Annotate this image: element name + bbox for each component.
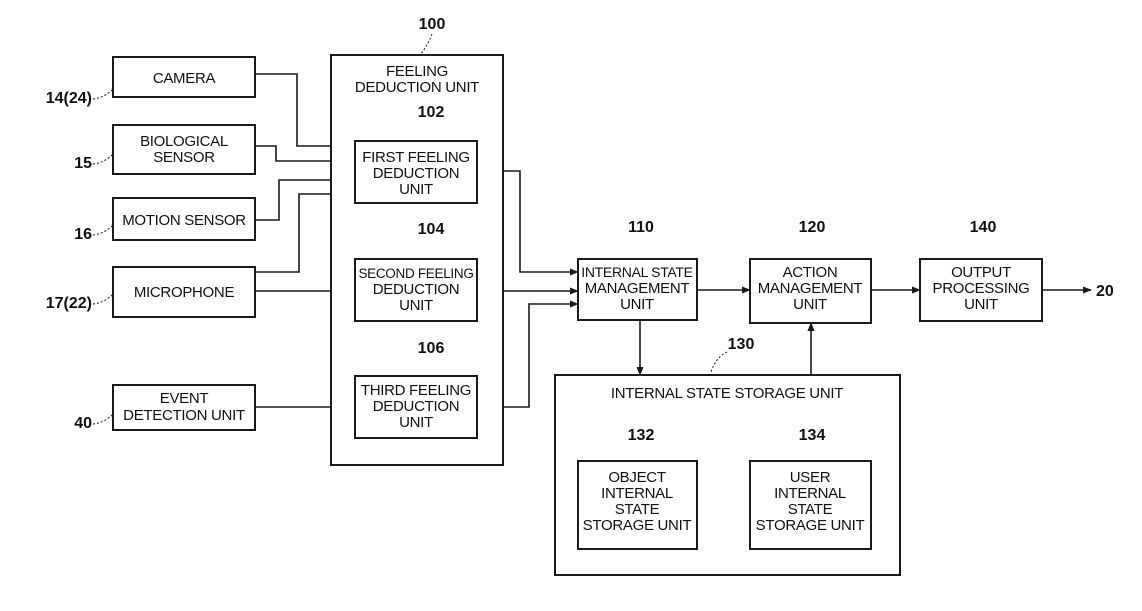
first-feeling-label-2: DEDUCTION [373, 165, 459, 182]
biological-sensor-label-2: SENSOR [153, 149, 215, 166]
ref-mic: 17(22) [46, 295, 92, 312]
first-feeling-box [354, 140, 478, 204]
ref-bio: 15 [74, 155, 92, 172]
uiss-label-1: USER [790, 469, 831, 486]
oiss-label-3: STATE [615, 501, 660, 518]
event-detection-label-1: EVENT [160, 390, 209, 407]
am-label-1: ACTION [783, 264, 838, 281]
ref-oiss: 132 [628, 427, 655, 444]
camera-label-1: CAMERA [153, 70, 216, 87]
uiss-label-3: STATE [788, 501, 833, 518]
lead-mic [92, 293, 114, 305]
am-label-2: MANAGEMENT [758, 280, 863, 297]
feeling-unit-label-1: FEELING [386, 63, 448, 80]
lead-iss [710, 351, 728, 373]
iss-label-1: INTERNAL STATE STORAGE UNIT [611, 385, 843, 402]
uiss-label-4: STORAGE UNIT [756, 517, 865, 534]
ism-label-2: MANAGEMENT [585, 280, 690, 297]
op-label-1: OUTPUT [951, 264, 1011, 281]
lead-feeling-unit [419, 33, 433, 56]
microphone-label-1: MICROPHONE [134, 284, 235, 301]
event-detection-label-2: DETECTION UNIT [123, 407, 245, 424]
wire-camera-first [255, 73, 356, 150]
ref-uiss: 134 [799, 427, 826, 444]
ref-op: 140 [970, 219, 997, 236]
lead-event [92, 413, 114, 425]
lead-bio [92, 153, 114, 165]
lead-camera [92, 88, 114, 100]
third-feeling-label-1: THIRD FEELING [361, 382, 471, 399]
ism-label-1: INTERNAL STATE [581, 264, 692, 280]
camera-box [112, 56, 256, 98]
ref-iss: 130 [728, 336, 755, 353]
op-label-2: PROCESSING [932, 280, 1029, 297]
microphone-box [112, 266, 256, 318]
wire-motion-first [255, 176, 356, 221]
third-feeling-label-2: DEDUCTION [373, 398, 459, 415]
ref-event: 40 [74, 415, 92, 432]
biological-sensor-label-1: BIOLOGICAL [140, 133, 228, 150]
object-internal-state-box [577, 460, 698, 550]
action-management-box [749, 258, 872, 324]
user-internal-state-box [749, 460, 872, 550]
third-feeling-label-3: UNIT [399, 414, 433, 431]
motion-sensor-label-1: MOTION SENSOR [122, 212, 246, 229]
ism-label-3: UNIT [620, 296, 654, 313]
oiss-label-2: INTERNAL [601, 485, 673, 502]
biological-sensor-box [112, 124, 256, 175]
first-feeling-label-3: UNIT [399, 181, 433, 198]
uiss-label-2: INTERNAL [774, 485, 846, 502]
reference-numerals: 14(24) 15 16 17(22) 40 100 102 104 106 1… [46, 16, 1114, 444]
internal-state-management-box [577, 258, 698, 321]
op-label-3: UNIT [964, 296, 998, 313]
ref-second: 104 [418, 221, 445, 238]
second-feeling-label-1: SECOND FEELING [358, 266, 473, 281]
motion-sensor-box [112, 197, 256, 241]
second-feeling-label-3: UNIT [399, 297, 433, 314]
ref-first: 102 [418, 104, 445, 121]
feeling-unit-label-2: DEDUCTION UNIT [355, 79, 479, 96]
lead-motion [92, 224, 114, 236]
event-detection-box [112, 384, 256, 431]
second-feeling-box [354, 258, 478, 322]
connections [255, 73, 1092, 411]
second-feeling-label-2: DEDUCTION [373, 281, 459, 298]
wire-mic-first [255, 190, 356, 273]
block-labels: CAMERA BIOLOGICAL SENSOR MOTION SENSOR M… [122, 63, 1030, 534]
ref-ism: 110 [628, 219, 654, 236]
ref-output: 20 [1096, 283, 1114, 300]
ref-camera: 14(24) [46, 90, 92, 107]
wire-bio-first [255, 145, 356, 165]
oiss-label-1: OBJECT [608, 469, 666, 486]
first-feeling-label-1: FIRST FEELING [362, 149, 470, 166]
ref-am: 120 [799, 219, 826, 236]
third-feeling-box [354, 375, 478, 439]
ref-third: 106 [418, 340, 445, 357]
am-label-3: UNIT [793, 296, 827, 313]
oiss-label-4: STORAGE UNIT [583, 517, 692, 534]
ref-motion: 16 [74, 226, 92, 243]
ref-feeling-unit: 100 [419, 16, 446, 33]
output-processing-box [919, 258, 1043, 322]
